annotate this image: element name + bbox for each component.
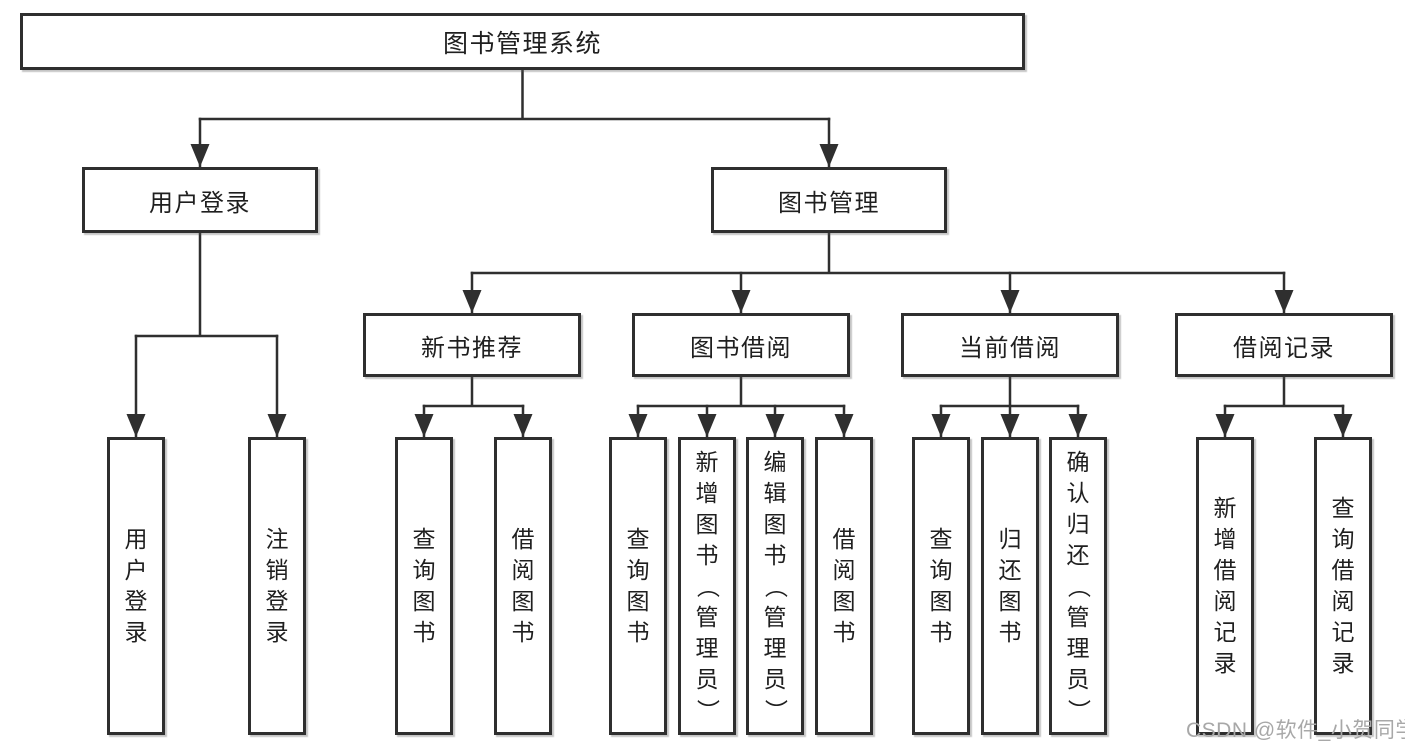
leaf-current-query-books-label: 查询图书 <box>929 526 953 645</box>
csdn-watermark: CSDN @软件_小贺同学 <box>1186 719 1405 742</box>
node-book-management-label: 图书管理 <box>778 189 880 217</box>
node-book-borrow: 图书借阅 <box>632 313 850 377</box>
node-current-borrow: 当前借阅 <box>901 313 1119 377</box>
leaf-edit-books-admin: 编辑图书（管理员） <box>746 437 804 735</box>
node-user-login-label: 用户登录 <box>149 189 251 217</box>
leaf-query-borrow-record: 查询借阅记录 <box>1314 437 1372 735</box>
node-user-login: 用户登录 <box>82 167 318 233</box>
leaf-return-books-label: 归还图书 <box>998 526 1022 645</box>
leaf-borrow-query-books-label: 查询图书 <box>626 526 650 645</box>
node-borrow-records: 借阅记录 <box>1175 313 1393 377</box>
leaf-add-borrow-record: 新增借阅记录 <box>1196 437 1254 735</box>
leaf-newbook-query-books: 查询图书 <box>395 437 453 735</box>
leaf-newbook-borrow-books-label: 借阅图书 <box>511 526 535 645</box>
leaf-borrow-books-label: 借阅图书 <box>832 526 856 645</box>
leaf-newbook-query-books-label: 查询图书 <box>412 526 436 645</box>
leaf-newbook-borrow-books: 借阅图书 <box>494 437 552 735</box>
node-root-label: 图书管理系统 <box>442 29 602 58</box>
leaf-confirm-return-admin: 确认归还（管理员） <box>1049 437 1107 735</box>
node-root-system: 图书管理系统 <box>20 13 1025 70</box>
leaf-borrow-query-books: 查询图书 <box>609 437 667 735</box>
leaf-add-books-admin: 新增图书（管理员） <box>678 437 736 735</box>
leaf-logout-label: 注销登录 <box>265 526 289 645</box>
leaf-user-login-label: 用户登录 <box>124 526 148 645</box>
node-borrow-records-label: 借阅记录 <box>1233 334 1335 362</box>
node-book-management: 图书管理 <box>711 167 947 233</box>
leaf-confirm-return-admin-label: 确认归还（管理员） <box>1065 448 1092 722</box>
leaf-borrow-books: 借阅图书 <box>815 437 873 735</box>
node-book-borrow-label: 图书借阅 <box>690 334 792 362</box>
leaf-logout: 注销登录 <box>248 437 306 735</box>
leaf-add-borrow-record-label: 新增借阅记录 <box>1213 495 1237 676</box>
node-new-book-recommend: 新书推荐 <box>363 313 581 377</box>
node-current-borrow-label: 当前借阅 <box>959 334 1061 362</box>
leaf-user-login: 用户登录 <box>107 437 165 735</box>
leaf-add-books-admin-label: 新增图书（管理员） <box>694 448 721 722</box>
leaf-query-borrow-record-label: 查询借阅记录 <box>1331 495 1355 676</box>
leaf-edit-books-admin-label: 编辑图书（管理员） <box>762 448 789 722</box>
node-new-book-recommend-label: 新书推荐 <box>421 334 523 362</box>
leaf-current-query-books: 查询图书 <box>912 437 970 735</box>
leaf-return-books: 归还图书 <box>981 437 1039 735</box>
